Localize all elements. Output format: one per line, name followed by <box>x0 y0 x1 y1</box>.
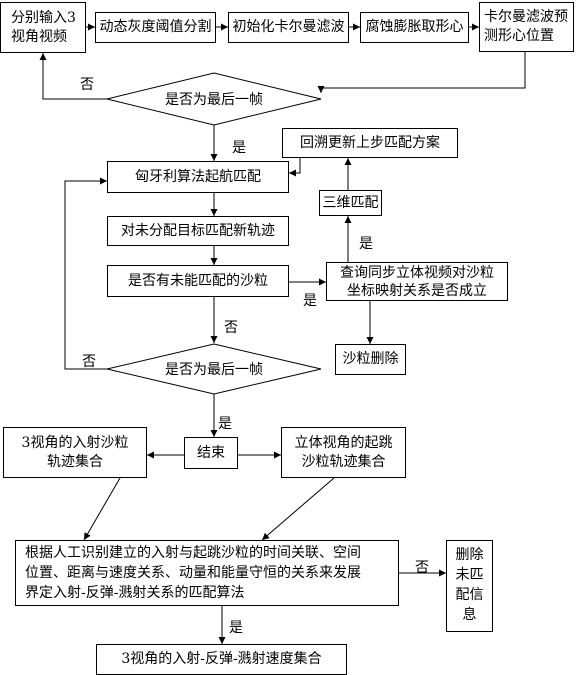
label-no-algorithm: 否 <box>415 560 429 576</box>
morphology-centroid-box: 腐蚀膨胀取形心 <box>360 12 469 43</box>
3d-match-box: 三维匹配 <box>319 190 382 216</box>
label-yes-3d: 是 <box>359 236 373 252</box>
takeoff-set-box: 立体视角的起跳 沙粒轨迹集合 <box>281 427 406 478</box>
label-no-1: 否 <box>80 77 94 93</box>
result-set-box: 3视角的入射-反弹-溅射速度集合 <box>96 644 347 675</box>
end-box: 结束 <box>184 437 238 469</box>
threshold-segmentation-box: 动态灰度阈值分割 <box>95 12 216 43</box>
unmatched-grain-box: 是否有未能匹配的沙粒 <box>107 265 289 297</box>
label-yes-query: 是 <box>303 293 317 309</box>
backtrack-update-box: 回溯更新上步匹配方案 <box>282 128 458 158</box>
label-yes-1: 是 <box>232 140 246 156</box>
init-kalman-box: 初始化卡尔曼滤波 <box>228 12 349 43</box>
label-no-unmatched: 否 <box>224 320 238 336</box>
query-stereo-box: 查询同步立体视频对沙粒 坐标映射关系是否成立 <box>326 262 508 301</box>
input-videos-box: 分别输入3 视角视频 <box>0 2 86 53</box>
kalman-predict-box: 卡尔曼滤波预 测形心位置 <box>479 2 574 52</box>
hungarian-match-box: 匈牙利算法起航匹配 <box>107 161 289 193</box>
label-yes-algorithm: 是 <box>229 620 243 636</box>
matching-algorithm-box: 根据人工识别建立的入射与起跳沙粒的时间关联、空间 位置、距离与速度关系、动量和能… <box>15 540 399 606</box>
incident-set-box: 3视角的入射沙粒 轨迹集合 <box>3 427 147 478</box>
assign-new-track-box: 对未分配目标匹配新轨迹 <box>107 216 289 246</box>
decision-last-frame-2: 是否为最后一帧 <box>165 362 263 378</box>
label-no-2: 否 <box>82 354 96 370</box>
decision-last-frame-1: 是否为最后一帧 <box>165 92 263 108</box>
delete-grain-box: 沙粒删除 <box>335 344 406 375</box>
label-yes-2: 是 <box>218 416 232 432</box>
delete-unmatched-box: 删除 未匹 配信 息 <box>446 540 493 632</box>
